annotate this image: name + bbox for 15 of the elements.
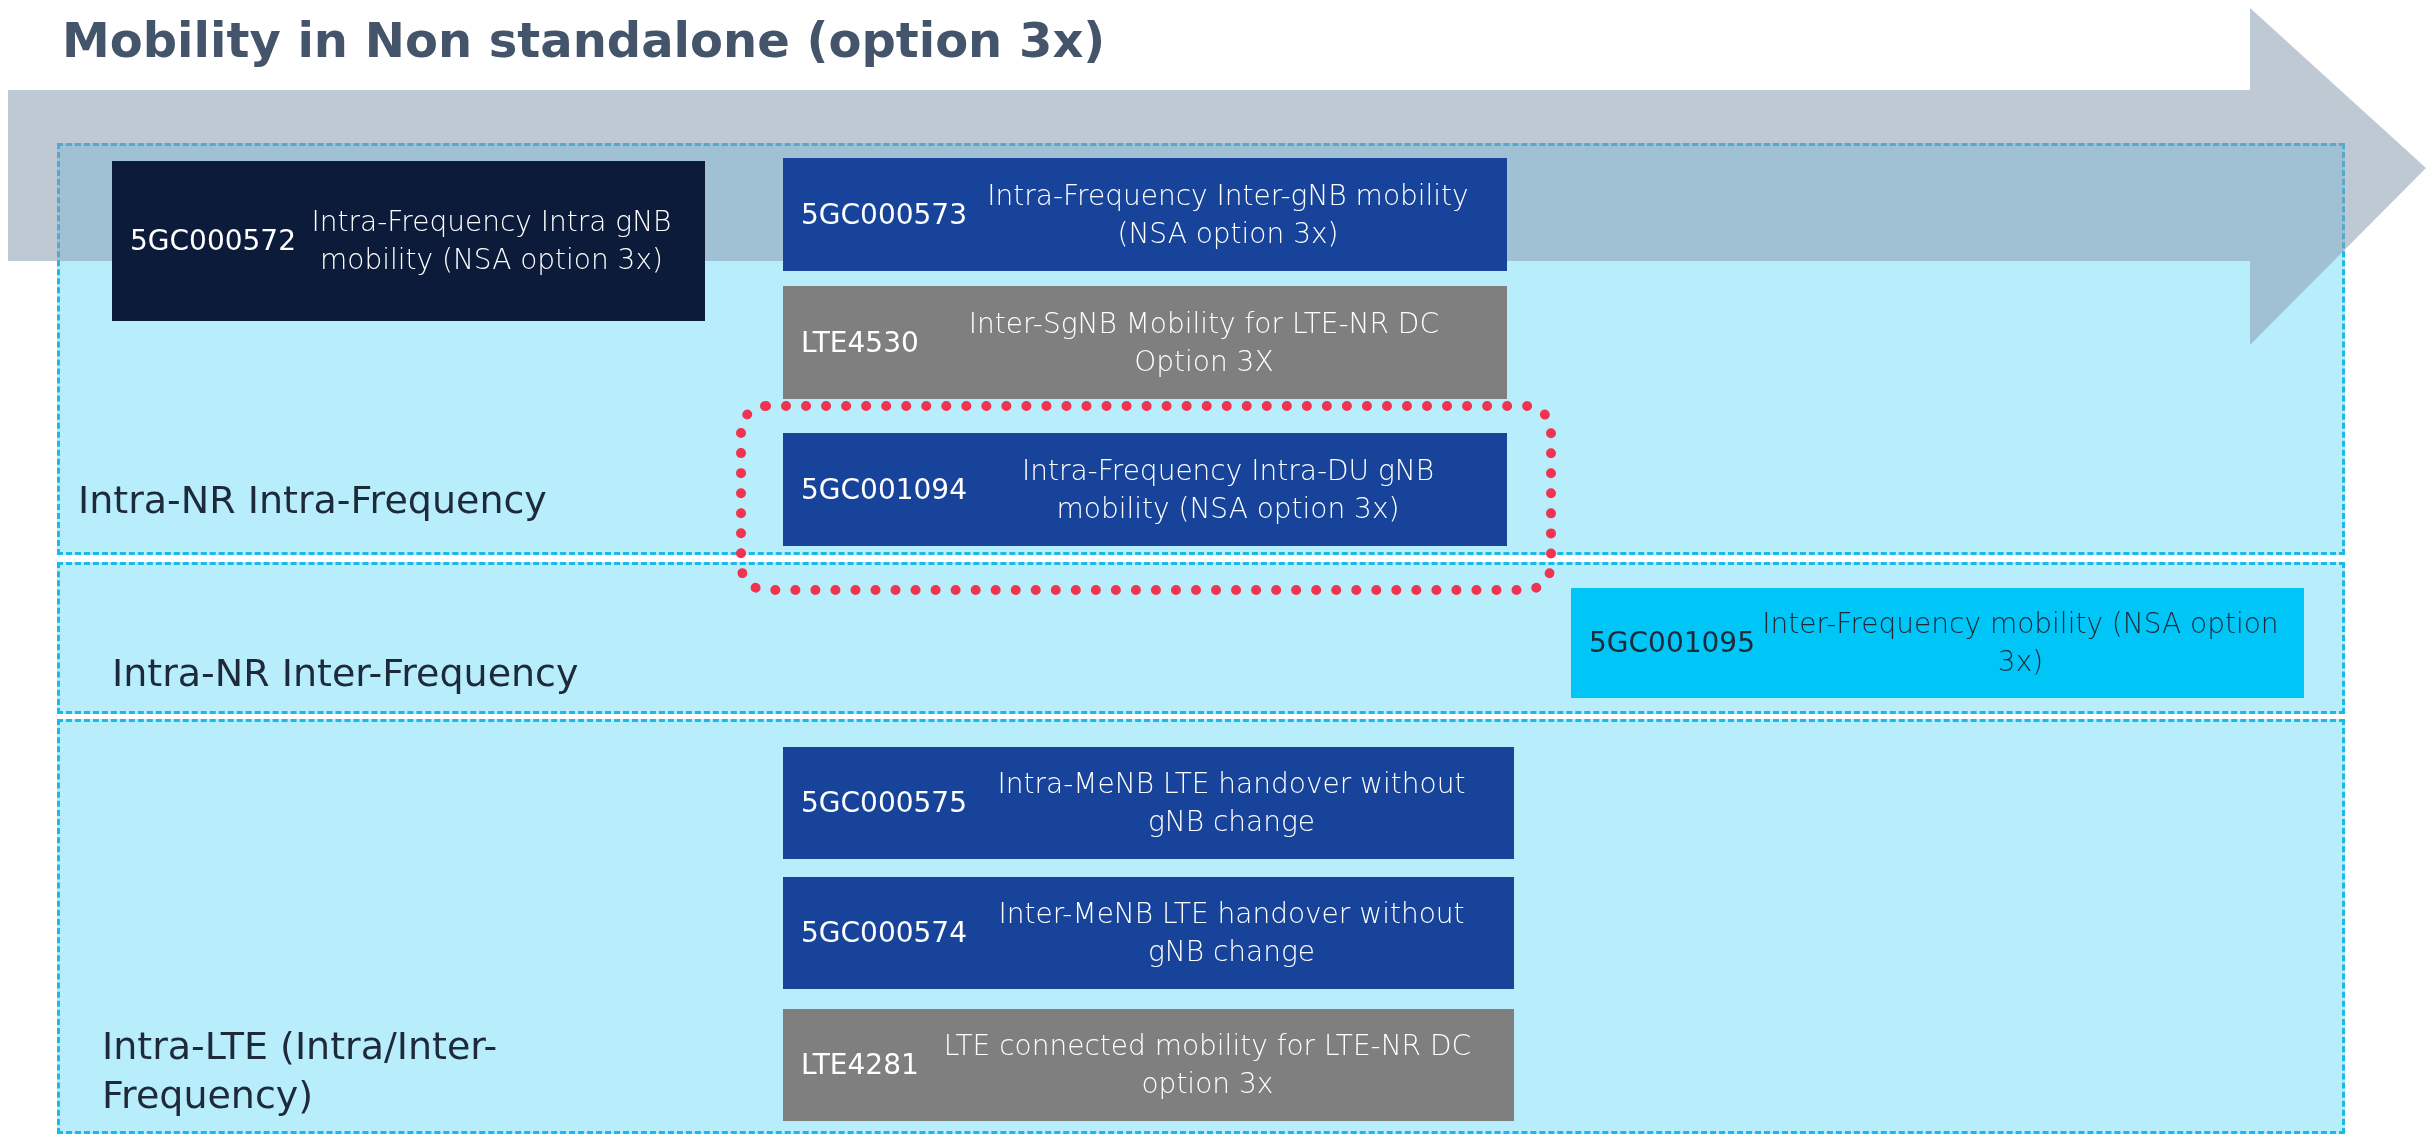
feature-box: 5GC001094 Intra-Frequency Intra-DU gNB mobility (NSA option 3x) xyxy=(783,433,1507,546)
category-band xyxy=(57,562,2345,714)
feature-box: LTE4281 LTE connected mobility for LTE-NR DC option 3x xyxy=(783,1009,1514,1121)
band-label: Intra-LTE (Intra/Inter-Frequency) xyxy=(102,1023,499,1120)
title: Mobility in Non standalone (option 3x) xyxy=(62,12,1106,68)
category-band xyxy=(57,143,2345,555)
feature-box: 5GC000573 Intra-Frequency Inter-gNB mobility (NSA option 3x) xyxy=(783,158,1507,271)
feature-box: 5GC001095 Inter-Frequency mobility (NSA option 3x) xyxy=(1571,588,2304,698)
category-band xyxy=(57,719,2345,1134)
feature-box: LTE4530 Inter-SgNB Mobility for LTE-NR DC Option 3X xyxy=(783,286,1507,399)
feature-box: 5GC000575 Intra-MeNB LTE handover without gNB change xyxy=(783,747,1514,859)
feature-box: 5GC000572 Intra-Frequency Intra gNB mobility (NSA option 3x) xyxy=(112,161,705,321)
band-label: Intra-NR Intra-Frequency xyxy=(78,477,548,524)
band-label: Intra-NR Inter-Frequency xyxy=(112,650,580,697)
feature-box: 5GC000574 Inter-MeNB LTE handover without gNB change xyxy=(783,877,1514,989)
